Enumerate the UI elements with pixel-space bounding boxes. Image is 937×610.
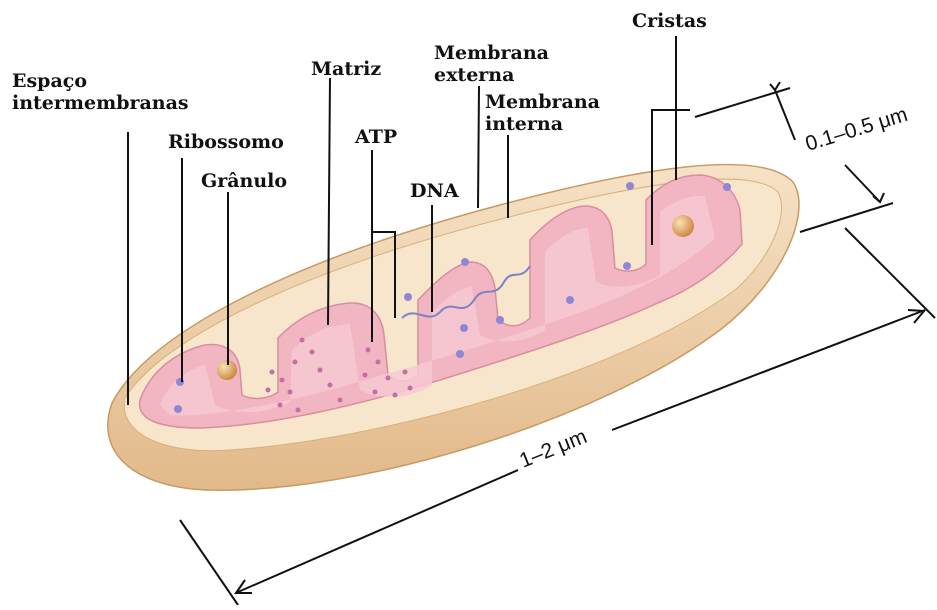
label-membrana-interna-line1: Membrana: [485, 91, 600, 113]
label-matriz: Matriz: [311, 58, 381, 80]
width-label: 0.1–0.5 μm: [803, 103, 911, 156]
label-dna: DNA: [410, 180, 459, 202]
label-ribossomo: Ribossomo: [168, 131, 284, 153]
label-espaco-intermembranas: Espaço intermembranas: [12, 70, 189, 114]
label-cristas: Cristas: [632, 10, 707, 32]
label-membrana-externa-line2: externa: [434, 64, 549, 86]
label-granulo: Grânulo: [201, 170, 287, 192]
label-membrana-externa-line1: Membrana: [434, 42, 549, 64]
label-atp: ATP: [355, 126, 397, 148]
label-membrana-interna: Membrana interna: [485, 91, 600, 135]
label-espaco-line2: intermembranas: [12, 92, 189, 114]
label-membrana-interna-line2: interna: [485, 113, 600, 135]
granule: [672, 215, 694, 237]
label-membrana-externa: Membrana externa: [434, 42, 549, 86]
length-label: 1–2 μm: [516, 425, 590, 473]
label-espaco-line1: Espaço: [12, 70, 189, 92]
